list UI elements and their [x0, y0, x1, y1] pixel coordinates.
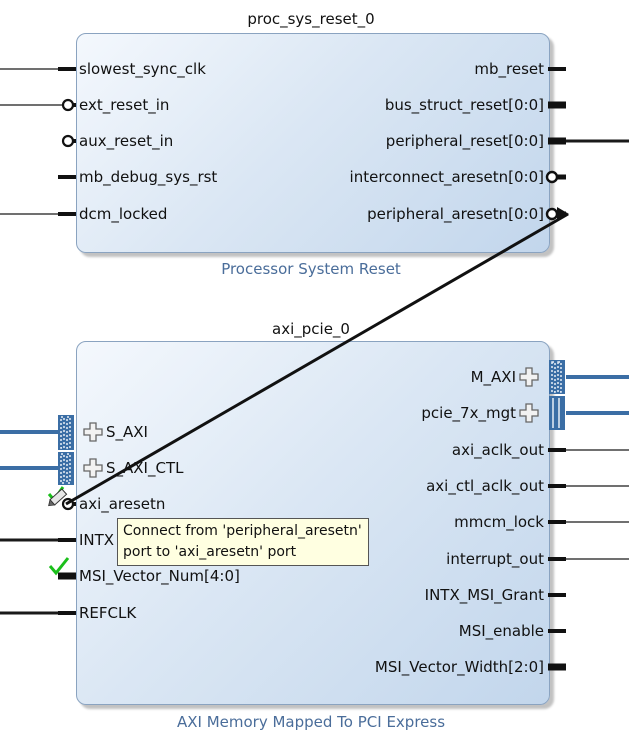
- pin-label-m-axi: M_AXI: [470, 368, 516, 386]
- pin-label-s-axi: S_AXI: [106, 423, 148, 441]
- connection-arrow-icon: [557, 207, 569, 221]
- pin-label-s-axi-ctl: S_AXI_CTL: [106, 459, 184, 477]
- pin-ext-reset-in-inverter[interactable]: [61, 98, 75, 112]
- s-axi-bar-dots: [60, 416, 65, 449]
- m-axi-expand-plus-icon[interactable]: [519, 367, 539, 387]
- connection-tooltip: Connect from 'peripheral_aresetn' port t…: [117, 518, 369, 566]
- pin-peripheral-aresetn-inverter[interactable]: [545, 207, 559, 221]
- pin-label-mb-debug-sys-rst: mb_debug_sys_rst: [79, 168, 218, 186]
- pending-connection-line: [65, 212, 569, 506]
- m-axi-bar-dots: [551, 361, 556, 393]
- s-axi-ctl-bar-dots-2: [66, 453, 71, 484]
- pcie-block-instance-name: axi_pcie_0: [272, 320, 350, 338]
- pin-label-mmcm-lock: mmcm_lock: [454, 513, 544, 531]
- pin-label-ext-reset-in: ext_reset_in: [79, 96, 170, 114]
- pin-label-axi-aclk-out: axi_aclk_out: [451, 441, 544, 459]
- pin-label-msi-vector-width: MSI_Vector_Width[2:0]: [374, 658, 544, 676]
- pin-label-axi-ctl-aclk-out: axi_ctl_aclk_out: [426, 477, 544, 495]
- pin-label-axi-aresetn: axi_aresetn: [79, 495, 166, 513]
- s-axi-bar-dots-2: [66, 416, 71, 449]
- pin-label-msi-vector-num: MSI_Vector_Num[4:0]: [79, 567, 240, 585]
- s-axi-expand-plus-icon[interactable]: [83, 422, 103, 442]
- reset-block-caption: Processor System Reset: [221, 260, 401, 278]
- pin-interconnect-aresetn-inverter[interactable]: [545, 170, 559, 184]
- pin-label-intx-msi-grant: INTX_MSI_Grant: [424, 586, 544, 604]
- pin-pcie-7x-mgt-bus-bar[interactable]: [549, 396, 565, 430]
- pin-label-msi-enable: MSI_enable: [458, 622, 544, 640]
- proc-sys-reset-block[interactable]: [76, 33, 550, 253]
- pin-label-pcie-7x-mgt: pcie_7x_mgt: [421, 404, 516, 422]
- pin-label-refclk: REFCLK: [79, 604, 137, 622]
- pcie-7x-mgt-expand-plus-icon[interactable]: [519, 403, 539, 423]
- s-axi-ctl-expand-plus-icon[interactable]: [83, 458, 103, 478]
- pin-label-peripheral-reset: peripheral_reset[0:0]: [385, 132, 544, 150]
- pin-label-aux-reset-in: aux_reset_in: [79, 132, 174, 150]
- pin-label-dcm-locked: dcm_locked: [79, 205, 168, 223]
- pin-m-axi-bus-bar[interactable]: [549, 360, 565, 394]
- pin-label-bus-struct-reset: bus_struct_reset[0:0]: [384, 96, 544, 114]
- pin-label-peripheral-aresetn: peripheral_aresetn[0:0]: [367, 205, 544, 223]
- pin-label-interconnect-aresetn: interconnect_aresetn[0:0]: [349, 168, 544, 186]
- pin-aux-reset-in-inverter[interactable]: [61, 134, 75, 148]
- pin-label-intx: INTX: [79, 531, 115, 549]
- pin-label-mb-reset: mb_reset: [474, 60, 544, 78]
- pin-label-slowest-sync-clk: slowest_sync_clk: [79, 60, 206, 78]
- tooltip-line-1: Connect from 'peripheral_aresetn': [123, 523, 362, 539]
- pin-label-interrupt-out: interrupt_out: [446, 550, 544, 568]
- tooltip-line-2: port to 'axi_aresetn' port: [123, 544, 297, 560]
- pcie-block-caption: AXI Memory Mapped To PCI Express: [176, 713, 446, 731]
- pencil-cursor-icon: [48, 488, 68, 507]
- reset-block-instance-name: proc_sys_reset_0: [247, 10, 375, 28]
- s-axi-ctl-bar-dots: [60, 453, 65, 484]
- m-axi-bar-dots-2: [557, 361, 562, 393]
- valid-pin-check-icon: [48, 557, 70, 576]
